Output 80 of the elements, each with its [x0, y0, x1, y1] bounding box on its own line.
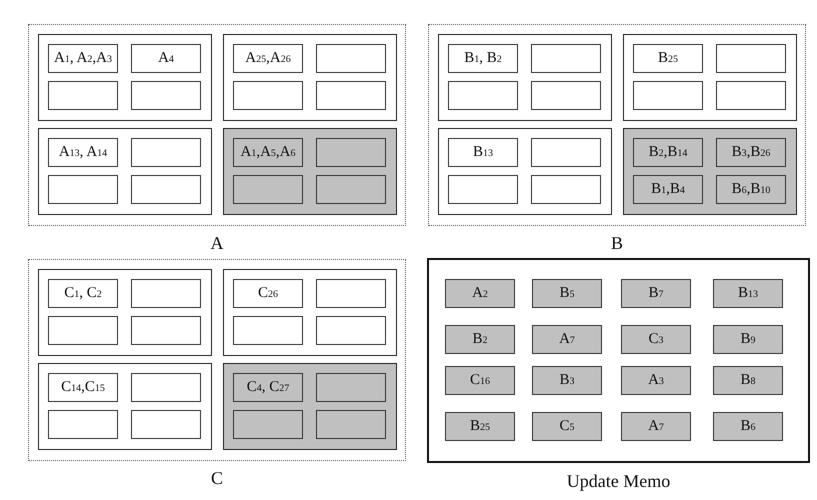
- cell-box: [233, 316, 303, 345]
- cell-box: [633, 81, 703, 110]
- block-panel: [623, 128, 797, 215]
- cell-box: [131, 410, 201, 439]
- cell-box: [48, 316, 118, 345]
- cell-box: [633, 44, 703, 73]
- block-panel: [38, 363, 212, 450]
- cell-box: [233, 410, 303, 439]
- cell-box: [445, 366, 515, 395]
- cell-box: [233, 175, 303, 204]
- cell-box: [532, 412, 602, 441]
- cell-box: [532, 325, 602, 354]
- cell-box: [448, 175, 518, 204]
- cell-box: [316, 410, 386, 439]
- cell-box: [716, 138, 786, 167]
- cell-box: [131, 175, 201, 204]
- cell-box: [716, 175, 786, 204]
- cell-box: [316, 373, 386, 402]
- cell-box: [233, 373, 303, 402]
- cell-box: [48, 410, 118, 439]
- cell-box: [531, 44, 601, 73]
- block-panel: [438, 34, 612, 121]
- cell-box: [233, 138, 303, 167]
- cell-box: [48, 44, 118, 73]
- cell-box: [131, 373, 201, 402]
- cell-box: [621, 366, 691, 395]
- cell-box: [713, 412, 783, 441]
- cell-box: [445, 412, 515, 441]
- cell-box: [448, 44, 518, 73]
- cell-box: [233, 279, 303, 308]
- cell-box: [713, 366, 783, 395]
- cell-box: [233, 44, 303, 73]
- cell-box: [621, 412, 691, 441]
- cell-box: [316, 175, 386, 204]
- cell-box: [621, 325, 691, 354]
- group-caption: B: [610, 234, 623, 252]
- cell-box: [316, 138, 386, 167]
- block-panel: [223, 363, 397, 450]
- block-panel: [223, 128, 397, 215]
- group-caption: C: [210, 469, 223, 487]
- cell-box: [448, 138, 518, 167]
- cell-box: [316, 316, 386, 345]
- cell-box: [316, 81, 386, 110]
- cell-box: [316, 44, 386, 73]
- cell-box: [633, 175, 703, 204]
- cell-box: [713, 325, 783, 354]
- cell-box: [131, 44, 201, 73]
- cell-box: [532, 366, 602, 395]
- block-panel: [438, 128, 612, 215]
- cell-box: [531, 138, 601, 167]
- cell-box: [48, 373, 118, 402]
- cell-box: [316, 279, 386, 308]
- group-caption: A: [210, 234, 224, 252]
- cell-box: [131, 138, 201, 167]
- block-panel: [623, 34, 797, 121]
- cell-box: [531, 175, 601, 204]
- cell-box: [448, 81, 518, 110]
- cell-box: [131, 81, 201, 110]
- cell-box: [531, 81, 601, 110]
- cell-box: [233, 81, 303, 110]
- cell-box: [48, 138, 118, 167]
- cell-box: [48, 175, 118, 204]
- cell-box: [532, 279, 602, 308]
- block-panel: [38, 269, 212, 356]
- cell-box: [48, 81, 118, 110]
- cell-box: [48, 279, 118, 308]
- cell-box: [445, 325, 515, 354]
- cell-box: [716, 81, 786, 110]
- cell-box: [633, 138, 703, 167]
- block-panel: [223, 34, 397, 121]
- block-panel: [38, 128, 212, 215]
- cell-box: [445, 279, 515, 308]
- cell-box: [131, 279, 201, 308]
- cell-box: [131, 316, 201, 345]
- block-panel: [38, 34, 212, 121]
- cell-box: [716, 44, 786, 73]
- group-caption: Update Memo: [566, 472, 670, 490]
- block-panel: [223, 269, 397, 356]
- cell-box: [713, 279, 783, 308]
- cell-box: [621, 279, 691, 308]
